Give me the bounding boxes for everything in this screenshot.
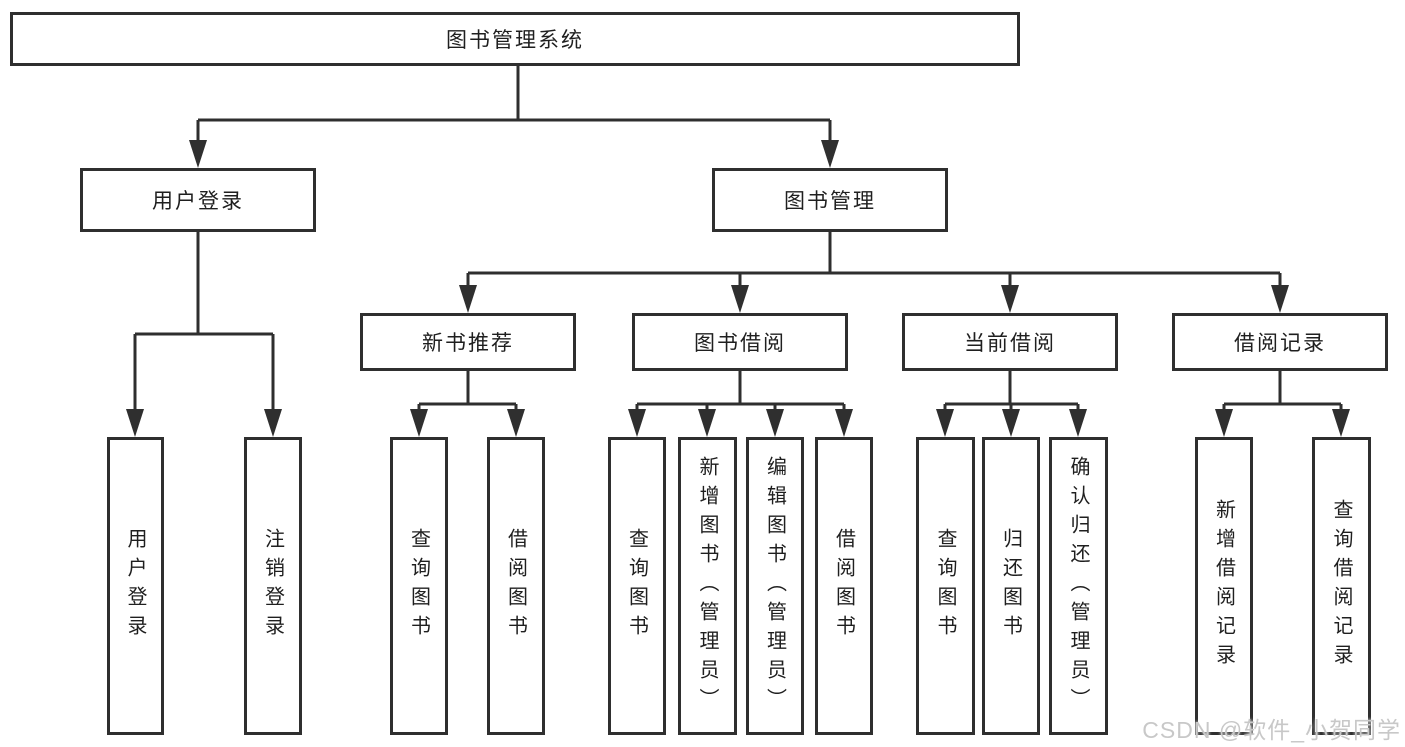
node-user-login-leaf: 用户登录	[107, 437, 164, 735]
node-borrow-books-borrowing: 借阅图书	[815, 437, 873, 735]
node-new-book-recommend: 新书推荐	[360, 313, 576, 371]
node-borrowing-records: 借阅记录	[1172, 313, 1388, 371]
node-current-borrowing: 当前借阅	[902, 313, 1118, 371]
node-user-login: 用户登录	[80, 168, 316, 232]
node-query-borrow-record: 查询借阅记录	[1312, 437, 1371, 735]
node-query-books-recommend: 查询图书	[390, 437, 448, 735]
node-edit-book-admin: 编辑图书（管理员）	[746, 437, 804, 735]
node-book-management: 图书管理	[712, 168, 948, 232]
node-add-book-admin: 新增图书（管理员）	[678, 437, 737, 735]
node-return-books: 归还图书	[982, 437, 1040, 735]
node-logout-leaf: 注销登录	[244, 437, 302, 735]
node-add-borrow-record: 新增借阅记录	[1195, 437, 1253, 735]
node-confirm-return-admin: 确认归还（管理员）	[1049, 437, 1108, 735]
csdn-watermark: CSDN @软件_小贺同学	[1142, 717, 1401, 743]
node-query-books-current: 查询图书	[916, 437, 975, 735]
node-query-books-borrowing: 查询图书	[608, 437, 666, 735]
node-book-borrowing: 图书借阅	[632, 313, 848, 371]
node-borrow-books-recommend: 借阅图书	[487, 437, 545, 735]
node-root-system: 图书管理系统	[10, 12, 1020, 66]
